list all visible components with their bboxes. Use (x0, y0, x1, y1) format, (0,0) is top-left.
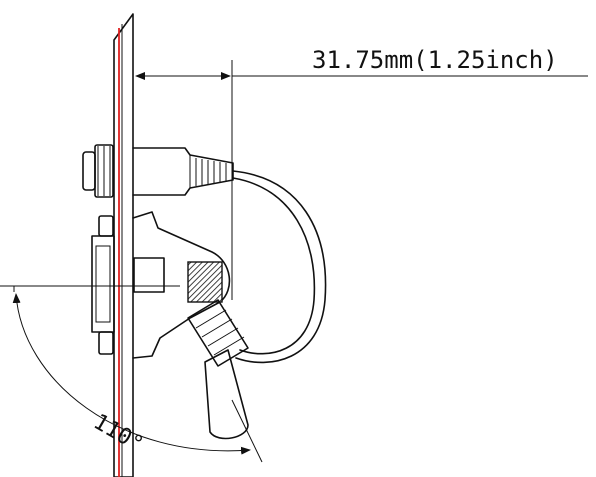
hatched-block (187, 261, 223, 303)
round-connector (82, 144, 234, 198)
dimension-31-75mm: 31.75mm(1.25inch) (135, 46, 588, 300)
dsub-connector (91, 211, 231, 359)
angled-plug (187, 299, 249, 440)
angle-110-indicator: 110° (12, 286, 263, 463)
cable-loop-inner (232, 177, 316, 355)
cable-loop (232, 170, 327, 364)
mounting-panel (113, 13, 134, 477)
dimension-label: 31.75mm(1.25inch) (312, 46, 558, 74)
